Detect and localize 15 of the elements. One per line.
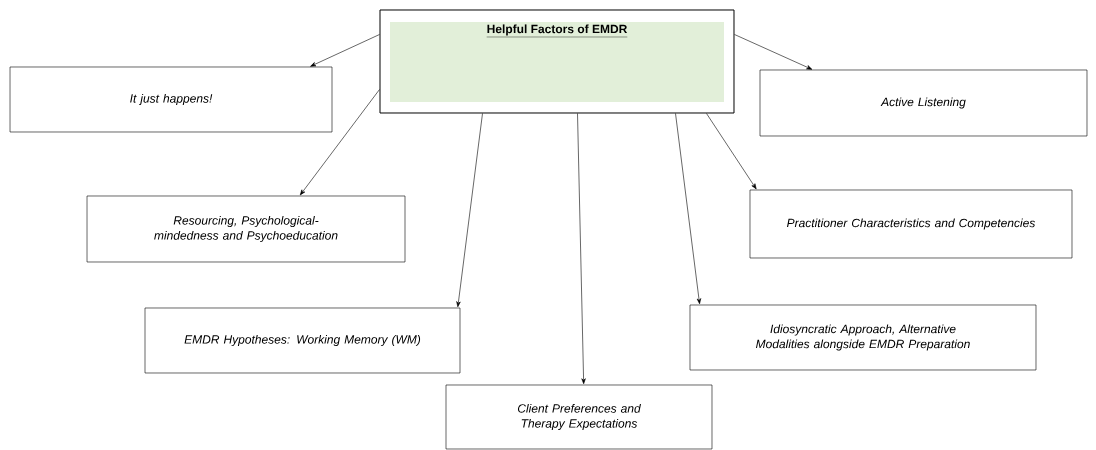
text-box: Resourcing, Psychological-mindedness and Psychoeducation [86, 195, 406, 263]
arrow [577, 113, 586, 385]
arrow [675, 113, 702, 305]
text-box: It just happens! [9, 66, 333, 133]
text-box: Practitioner Characteristics and Competencies [749, 189, 1073, 259]
text-box: EMDR Hypotheses: Working Memory (WM) [144, 307, 461, 374]
arrow [310, 34, 380, 67]
arrow [734, 34, 813, 70]
text-box: Client Preferences and Therapy Expectations [445, 384, 713, 450]
title-box: Helpful Factors of EMDR [379, 9, 735, 114]
arrow [299, 89, 380, 196]
arrow [706, 113, 757, 190]
arrow [456, 113, 483, 308]
text-box: Idiosyncratic Approach, Alternative Modalities alongside EMDR Preparation [689, 304, 1037, 371]
text-box: Active Listening [759, 69, 1088, 137]
